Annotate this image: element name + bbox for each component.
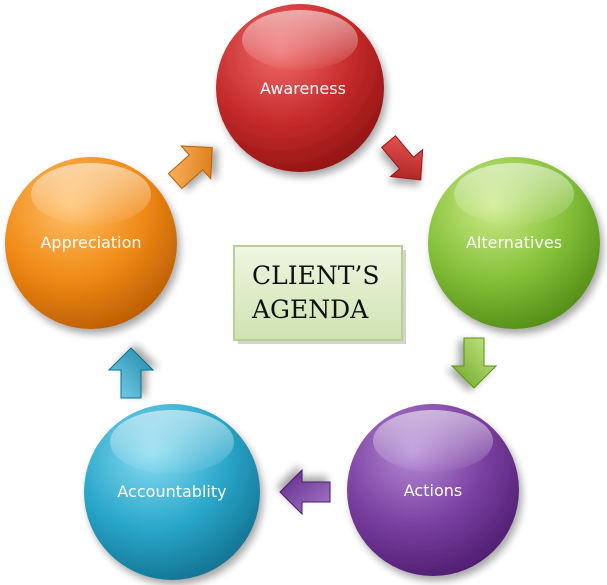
center-agenda-box: CLIENT’S AGENDA <box>233 245 406 344</box>
arrow-accountability-to-appreciation <box>107 347 155 399</box>
arrow-actions-to-accountability <box>279 468 331 516</box>
step-actions: Actions <box>347 404 519 576</box>
step-accountability: Accountablity <box>84 404 260 580</box>
arrow-awareness-to-alternatives <box>380 135 424 181</box>
step-awareness-label: Awareness <box>260 79 346 98</box>
step-awareness: Awareness <box>216 4 384 172</box>
arrow-appreciation-to-awareness <box>167 145 213 190</box>
center-label-line2: AGENDA <box>251 295 369 324</box>
step-alternatives: Alternatives <box>428 157 600 329</box>
step-accountability-label: Accountablity <box>117 482 226 501</box>
step-appreciation: Appreciation <box>5 157 177 329</box>
center-label-line1: CLIENT’S <box>252 261 379 290</box>
step-appreciation-label: Appreciation <box>40 233 141 252</box>
step-actions-label: Actions <box>404 481 462 500</box>
step-alternatives-label: Alternatives <box>466 233 562 252</box>
arrow-alternatives-to-actions <box>450 337 498 389</box>
